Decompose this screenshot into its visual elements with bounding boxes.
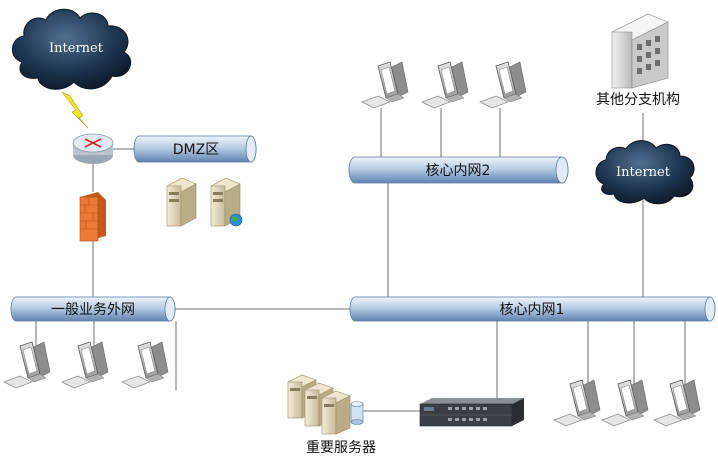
dmz-server-1 — [166, 177, 197, 227]
pc-workstation — [553, 379, 601, 427]
firewall-bricks — [80, 197, 98, 230]
keyboard-icon — [553, 413, 583, 427]
pc-workstation — [61, 341, 109, 389]
router-arrows-icon — [84, 138, 102, 148]
internet-cloud-left: Internet — [12, 8, 132, 90]
internet-cloud-right: Internet — [595, 140, 695, 205]
pc-workstation — [653, 379, 701, 427]
switch-device — [419, 398, 524, 427]
dmz-server-2 — [210, 177, 243, 227]
pc-workstation — [3, 341, 51, 389]
cloud-icon — [12, 8, 132, 90]
connection-lines — [35, 108, 686, 412]
important-servers: 重要服务器 — [287, 374, 376, 456]
pipe-general: 一般业务外网 — [10, 296, 176, 322]
pc-workstation — [601, 379, 649, 427]
server-icon — [321, 390, 351, 435]
pc-group — [3, 61, 701, 427]
pc-workstation — [479, 61, 527, 109]
pipe-dmz: DMZ区 — [133, 135, 257, 163]
branch-building: 其他分支机构 — [596, 13, 680, 108]
pipe-core1: 核心内网1 — [349, 296, 716, 322]
dmz-label: DMZ区 — [173, 142, 219, 158]
servers-label: 重要服务器 — [306, 440, 376, 456]
cloud-icon — [595, 140, 695, 205]
pipe-core2: 核心内网2 — [348, 156, 569, 184]
core2-label: 核心内网2 — [426, 163, 491, 179]
pc-workstation — [421, 61, 469, 109]
database-icon — [350, 401, 364, 425]
keyboard-icon — [361, 95, 391, 109]
branch-label: 其他分支机构 — [596, 92, 680, 108]
lightning-icon — [61, 91, 89, 129]
firewall-device — [79, 192, 106, 242]
pc-workstation — [121, 341, 169, 389]
internet-label-right: Internet — [616, 165, 671, 180]
keyboard-icon — [61, 375, 91, 389]
keyboard-icon — [3, 375, 33, 389]
keyboard-icon — [653, 413, 683, 427]
pc-workstation — [361, 61, 409, 109]
general-label: 一般业务外网 — [51, 302, 135, 318]
keyboard-icon — [601, 413, 631, 427]
core1-label: 核心内网1 — [500, 302, 565, 318]
internet-label-left: Internet — [49, 41, 104, 56]
keyboard-icon — [479, 95, 509, 109]
building-icon — [611, 31, 633, 89]
keyboard-icon — [121, 375, 151, 389]
keyboard-icon — [421, 95, 451, 109]
router-device — [72, 133, 114, 164]
